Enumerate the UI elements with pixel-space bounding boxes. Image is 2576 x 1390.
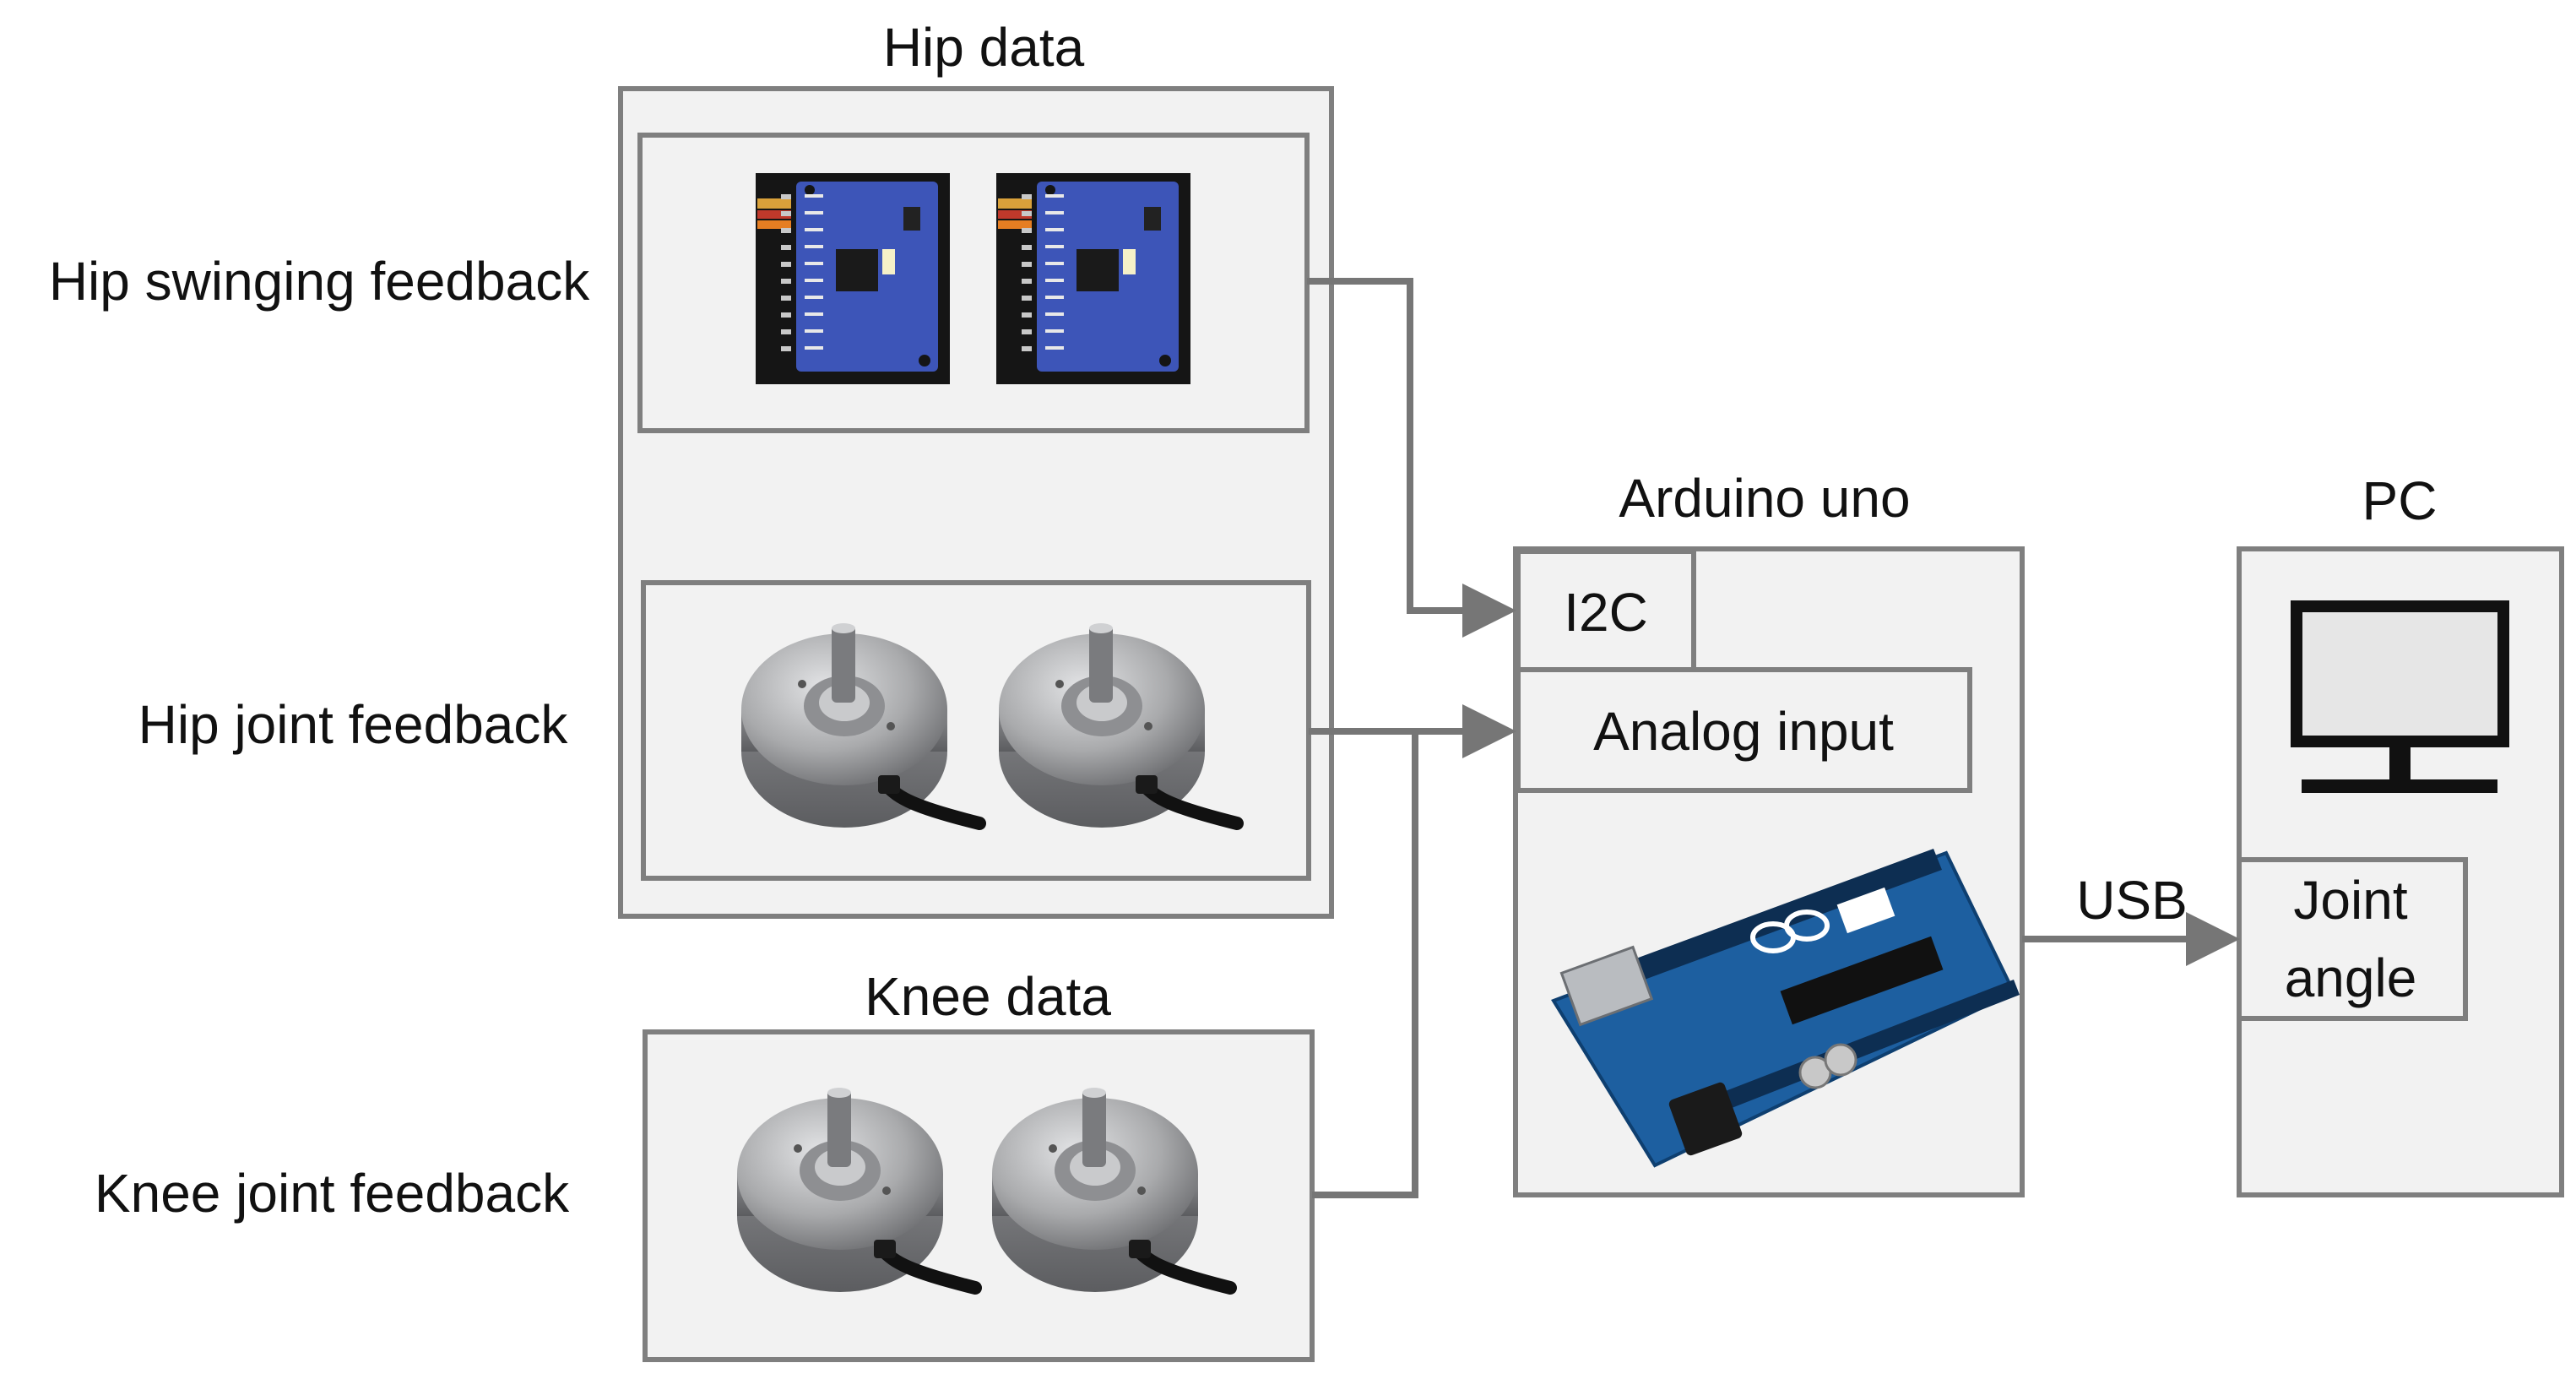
hip-joint-feedback-label: Hip joint feedback — [138, 694, 569, 755]
usb-label: USB — [2076, 870, 2188, 931]
imu-sensor-icon — [996, 173, 1190, 384]
hip-data-title: Hip data — [883, 17, 1085, 78]
joint-angle-box — [2237, 857, 2468, 1021]
imu-sensor-icon — [756, 173, 950, 384]
connector-line — [1312, 731, 1418, 1198]
i2c-label: I2C — [1564, 582, 1648, 643]
hip-swinging-sensor-box — [637, 133, 1310, 433]
monitor-icon — [2291, 600, 2509, 793]
hip-swinging-feedback-label: Hip swinging feedback — [49, 251, 590, 312]
joint-angle-label-line1: Joint — [2293, 870, 2407, 931]
joint-angle-label-line2: angle — [2285, 947, 2417, 1008]
arduino-board-icon — [1551, 849, 2020, 1168]
analog-input-box — [1516, 667, 1972, 793]
pc-title: PC — [2362, 470, 2438, 531]
arrow-icon — [1307, 278, 1516, 638]
knee-joint-feedback-label: Knee joint feedback — [95, 1163, 570, 1224]
knee-data-title: Knee data — [865, 966, 1111, 1027]
arduino-title: Arduino uno — [1619, 468, 1910, 529]
analog-input-label: Analog input — [1593, 701, 1894, 762]
